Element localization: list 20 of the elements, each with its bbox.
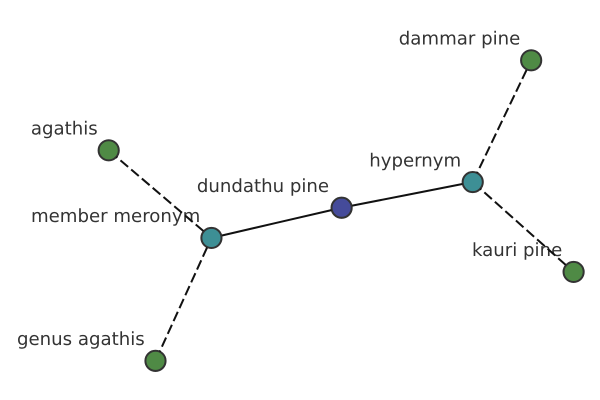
- connector: [476, 68, 528, 173]
- node-label: kauri pine: [472, 240, 562, 261]
- connector: [222, 208, 332, 236]
- node-label: dammar pine: [398, 28, 520, 50]
- connector: [158, 246, 208, 352]
- node-label: dundathu pine: [196, 176, 330, 196]
- node-circle: [520, 48, 542, 71]
- node-circle: [200, 226, 223, 248]
- node-label: member meronym: [30, 206, 200, 227]
- node-circle: [144, 349, 167, 372]
- node-circle: [330, 196, 353, 218]
- connector: [116, 156, 204, 232]
- node-circle: [98, 138, 120, 161]
- node-label: hypernym: [369, 150, 462, 171]
- node-circle: [562, 260, 585, 283]
- connector: [352, 182, 463, 206]
- connector: [480, 188, 566, 266]
- node-label: agathis: [30, 118, 98, 140]
- node-circle: [462, 170, 484, 193]
- node-label: genus agathis: [16, 328, 145, 350]
